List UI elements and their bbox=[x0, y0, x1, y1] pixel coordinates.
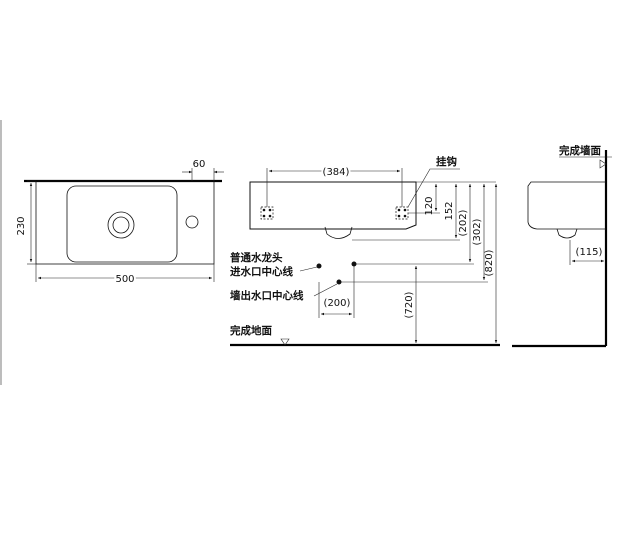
tap-label: 普通水龙头 bbox=[230, 251, 283, 264]
plan-view: 230 500 60 bbox=[16, 159, 224, 287]
drain-spacing-dimension: (200) bbox=[324, 298, 351, 309]
wall-label: 完成墙面 bbox=[559, 144, 601, 157]
drain-trap bbox=[324, 226, 353, 239]
trap-offset-dimension: (115) bbox=[576, 247, 603, 258]
basin-outline bbox=[35, 180, 215, 265]
hook-right-icon bbox=[395, 206, 409, 220]
tap-point bbox=[316, 263, 322, 269]
hook-left-icon bbox=[260, 206, 274, 220]
wall-drain-label: 墙出水口中心线 bbox=[230, 289, 304, 302]
wall-marker-icon bbox=[599, 159, 607, 169]
wall-drain-leader-line bbox=[313, 283, 338, 297]
side-view: 完成墙面 (115) bbox=[512, 144, 612, 348]
floor-marker-icon bbox=[280, 338, 290, 346]
drain-outer-ring bbox=[107, 211, 135, 239]
bowl-outline bbox=[66, 185, 178, 263]
side-basin-outline bbox=[527, 181, 606, 230]
tap-line-label: 进水口中心线 bbox=[230, 265, 293, 278]
floor-label: 完成地面 bbox=[230, 324, 272, 337]
hook-height-dimension: 120 bbox=[424, 196, 435, 215]
rim-height-dimension: (820) bbox=[484, 249, 495, 276]
wall-drain-dimension: (302) bbox=[472, 218, 483, 245]
width-dimension: 500 bbox=[115, 274, 134, 285]
tap-leader-line bbox=[299, 266, 318, 272]
drain-inner-ring bbox=[112, 216, 130, 234]
wall-drain-point bbox=[336, 279, 342, 285]
tap-hole bbox=[185, 215, 199, 229]
front-view: (384) 挂钩 120 152 (202) (302) (820) (720) bbox=[230, 155, 500, 347]
tap-line-point bbox=[351, 261, 357, 267]
hook-label: 挂钩 bbox=[436, 155, 457, 168]
basin-body bbox=[249, 181, 417, 230]
hook-leader-line bbox=[407, 168, 460, 208]
trap-height-dimension: 152 bbox=[444, 201, 455, 220]
depth-dimension: 230 bbox=[16, 216, 27, 235]
tap-line-dimension: (202) bbox=[458, 209, 469, 236]
side-trap bbox=[556, 228, 578, 239]
tap-offset-dimension: 60 bbox=[193, 159, 206, 170]
tap-height-dimension: (720) bbox=[404, 291, 415, 318]
hook-spacing-dimension: (384) bbox=[323, 167, 350, 178]
